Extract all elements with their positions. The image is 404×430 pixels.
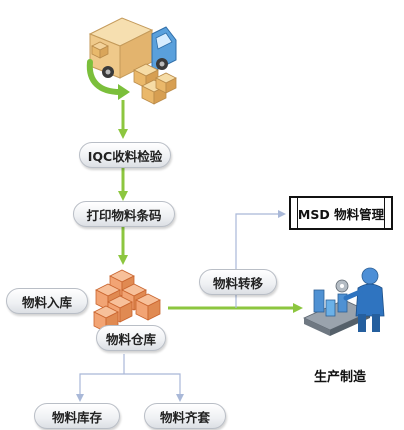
msd-left-bar — [297, 198, 298, 228]
warehouse-boxes-icon — [93, 269, 161, 333]
node-material-warehouse: 物料仓库 — [96, 325, 166, 351]
node-kitting: 物料齐套 — [144, 403, 226, 429]
node-msd-management: MSD 物料管理 — [289, 196, 393, 230]
flow-arrows — [118, 100, 303, 313]
unload-arrow-icon — [86, 59, 123, 95]
node-inventory: 物料库存 — [34, 403, 120, 429]
production-worker-icon — [303, 267, 385, 336]
delivery-truck-icon — [88, 17, 177, 79]
node-iqc-inspection: IQC收料检验 — [79, 142, 171, 168]
msd-right-bar — [384, 198, 385, 228]
node-warehouse-in: 物料入库 — [6, 288, 88, 314]
production-label: 生产制造 — [314, 370, 367, 385]
branch-to-inventory — [76, 373, 124, 402]
branch-to-kitting — [124, 373, 184, 402]
msd-label: MSD 物料管理 — [297, 206, 385, 222]
cargo-boxes-icon — [133, 63, 177, 105]
node-material-transfer: 物料转移 — [199, 269, 277, 295]
node-print-barcode: 打印物料条码 — [73, 201, 175, 227]
